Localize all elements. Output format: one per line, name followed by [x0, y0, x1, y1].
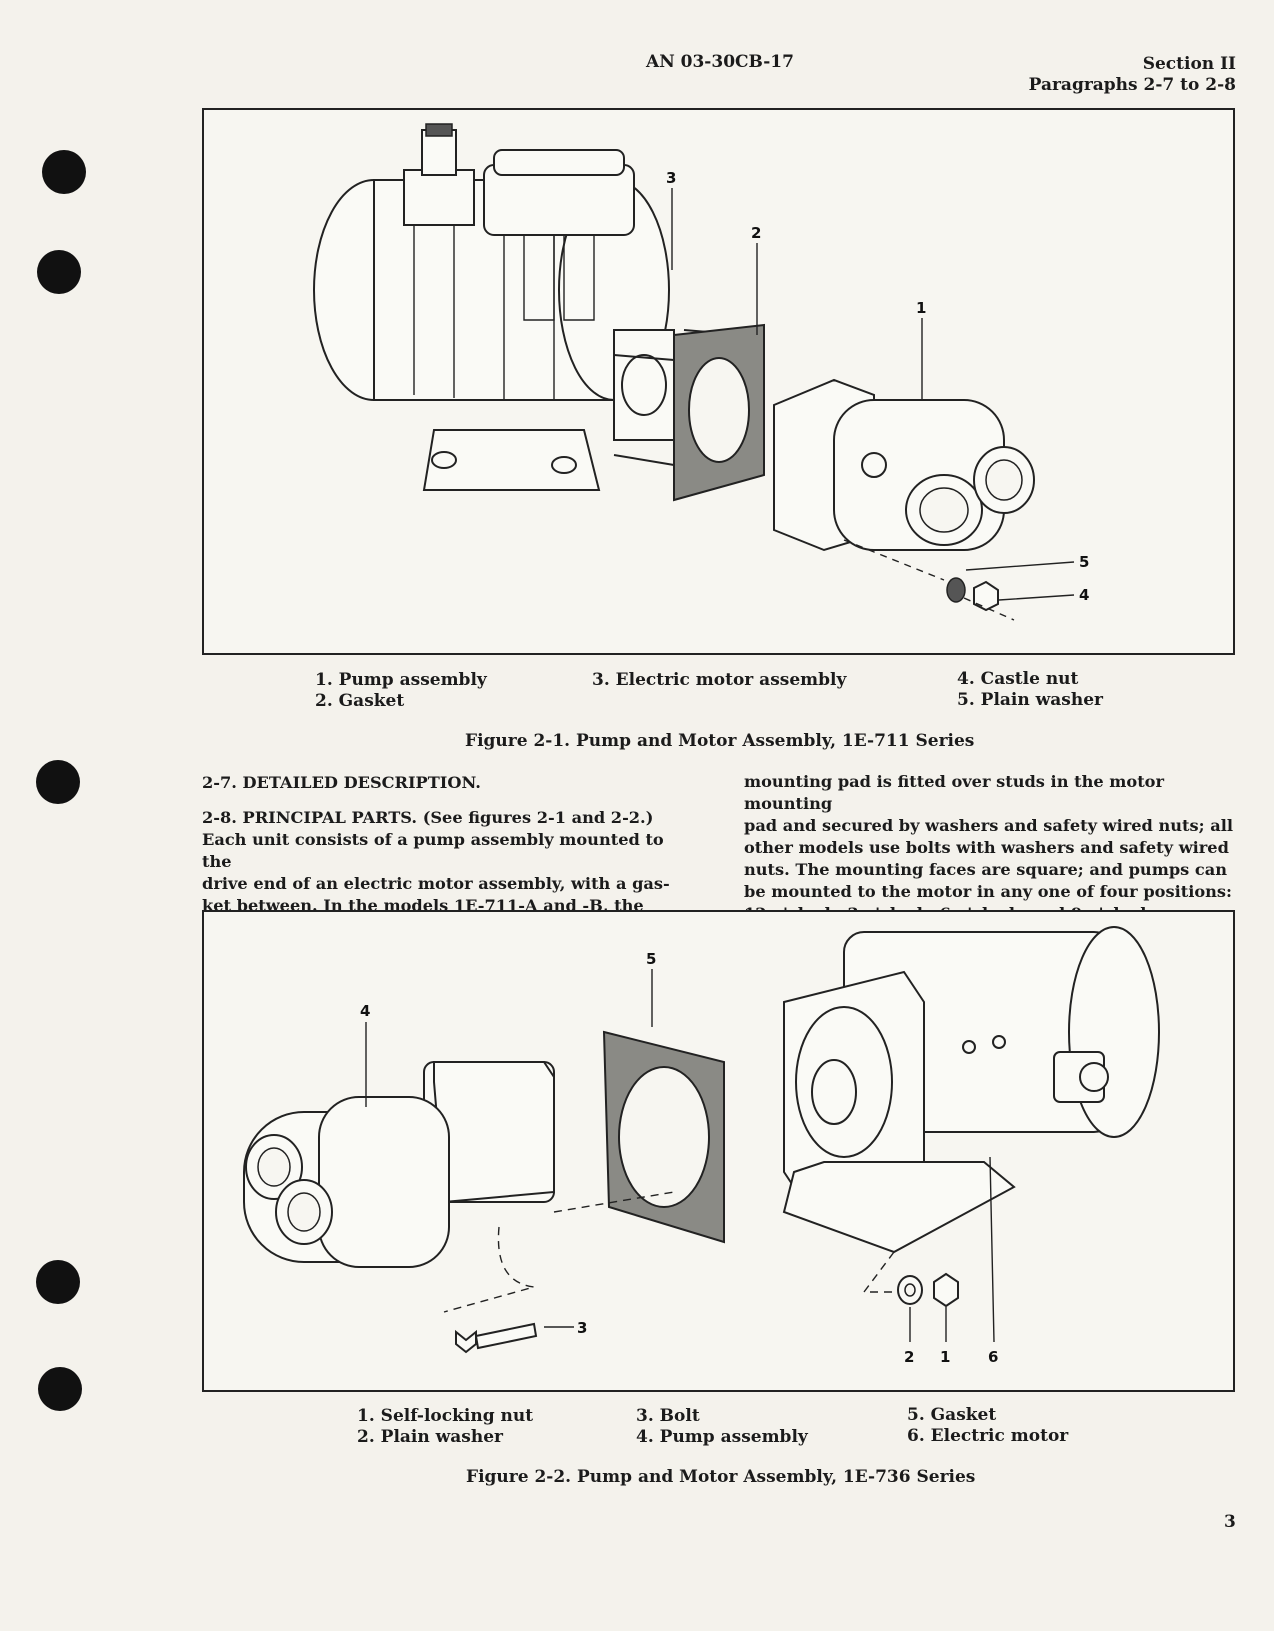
self-locking-nut-illustration	[933, 1272, 959, 1308]
binder-hole	[36, 1260, 80, 1304]
text-line: Each unit consists of a pump assembly mo…	[202, 830, 664, 871]
binder-hole	[38, 1367, 82, 1411]
paragraph-range: Paragraphs 2-7 to 2-8	[1028, 75, 1236, 95]
plain-washer-illustration	[946, 577, 966, 603]
bolt-illustration	[455, 1322, 538, 1354]
pump-illustration	[243, 1061, 555, 1268]
figure-2-2-frame: 4 5 3 2 1 6	[202, 910, 1235, 1392]
text-line: drive end of an electric motor assembly,…	[202, 874, 670, 893]
text-line: be mounted to the motor in any one of fo…	[744, 882, 1233, 901]
legend-item: 3. Electric motor assembly	[592, 670, 847, 690]
callout-5: 5	[1079, 553, 1089, 571]
figure-2-1-frame: 3 2 1 5 4	[202, 108, 1235, 655]
figure-2-2-illustration: 4 5 3 2 1 6	[243, 926, 1160, 1366]
callout-3: 3	[666, 169, 676, 187]
text-line: nuts. The mounting faces are square; and…	[744, 860, 1228, 879]
legend-item: 1. Pump assembly	[315, 670, 487, 690]
pump-illustration	[773, 378, 1035, 552]
paragraph-right-column: mounting pad is fitted over studs in the…	[744, 771, 1234, 925]
figure-2-1-caption: Figure 2-1. Pump and Motor Assembly, 1E-…	[465, 731, 975, 751]
paragraph-lead: 2-8. PRINCIPAL PARTS.	[202, 808, 418, 827]
text-line: pad and secured by washers and safety wi…	[744, 816, 1234, 835]
legend-item: 2. Plain washer	[357, 1427, 504, 1447]
figure-2-2-caption: Figure 2-2. Pump and Motor Assembly, 1E-…	[466, 1467, 976, 1487]
callout-4: 4	[1079, 586, 1089, 604]
gasket-illustration	[602, 1030, 725, 1244]
binder-hole	[36, 760, 80, 804]
paragraph-left-column: 2-8. PRINCIPAL PARTS. (See figures 2-1 a…	[202, 807, 692, 939]
page-number: 3	[1224, 1512, 1236, 1532]
callout-1: 1	[916, 299, 926, 317]
binder-hole	[37, 250, 81, 294]
gasket-illustration	[673, 323, 765, 502]
document-number: AN 03-30CB-17	[646, 52, 794, 72]
binder-hole	[42, 150, 86, 194]
text-line: 2-8. PRINCIPAL PARTS. (See figures 2-1 a…	[202, 808, 654, 827]
callout-1: 1	[940, 1348, 950, 1366]
section-label: Section II	[1142, 54, 1236, 74]
text-line: other models use bolts with washers and …	[744, 838, 1229, 857]
legend-item: 6. Electric motor	[907, 1426, 1069, 1446]
legend-item: 5. Gasket	[907, 1405, 997, 1425]
legend-item: 3. Bolt	[636, 1406, 700, 1426]
callout-5: 5	[646, 950, 656, 968]
text-line: mounting pad is fitted over studs in the…	[744, 772, 1165, 813]
legend-item: 2. Gasket	[315, 691, 405, 711]
legend-item: 4. Pump assembly	[636, 1427, 808, 1447]
callout-4: 4	[360, 1002, 370, 1020]
electric-motor-illustration	[313, 123, 745, 491]
callout-2: 2	[904, 1348, 914, 1366]
legend-item: 4. Castle nut	[957, 669, 1079, 689]
castle-nut-illustration	[973, 580, 999, 612]
electric-motor-illustration	[782, 926, 1160, 1254]
callout-3: 3	[577, 1319, 587, 1337]
section-heading: 2-7. DETAILED DESCRIPTION.	[202, 773, 481, 792]
callout-2: 2	[751, 224, 761, 242]
callout-6: 6	[988, 1348, 998, 1366]
figure-2-1-illustration: 3 2 1 5 4	[313, 123, 1089, 621]
legend-item: 5. Plain washer	[957, 690, 1104, 710]
legend-item: 1. Self-locking nut	[357, 1406, 534, 1426]
